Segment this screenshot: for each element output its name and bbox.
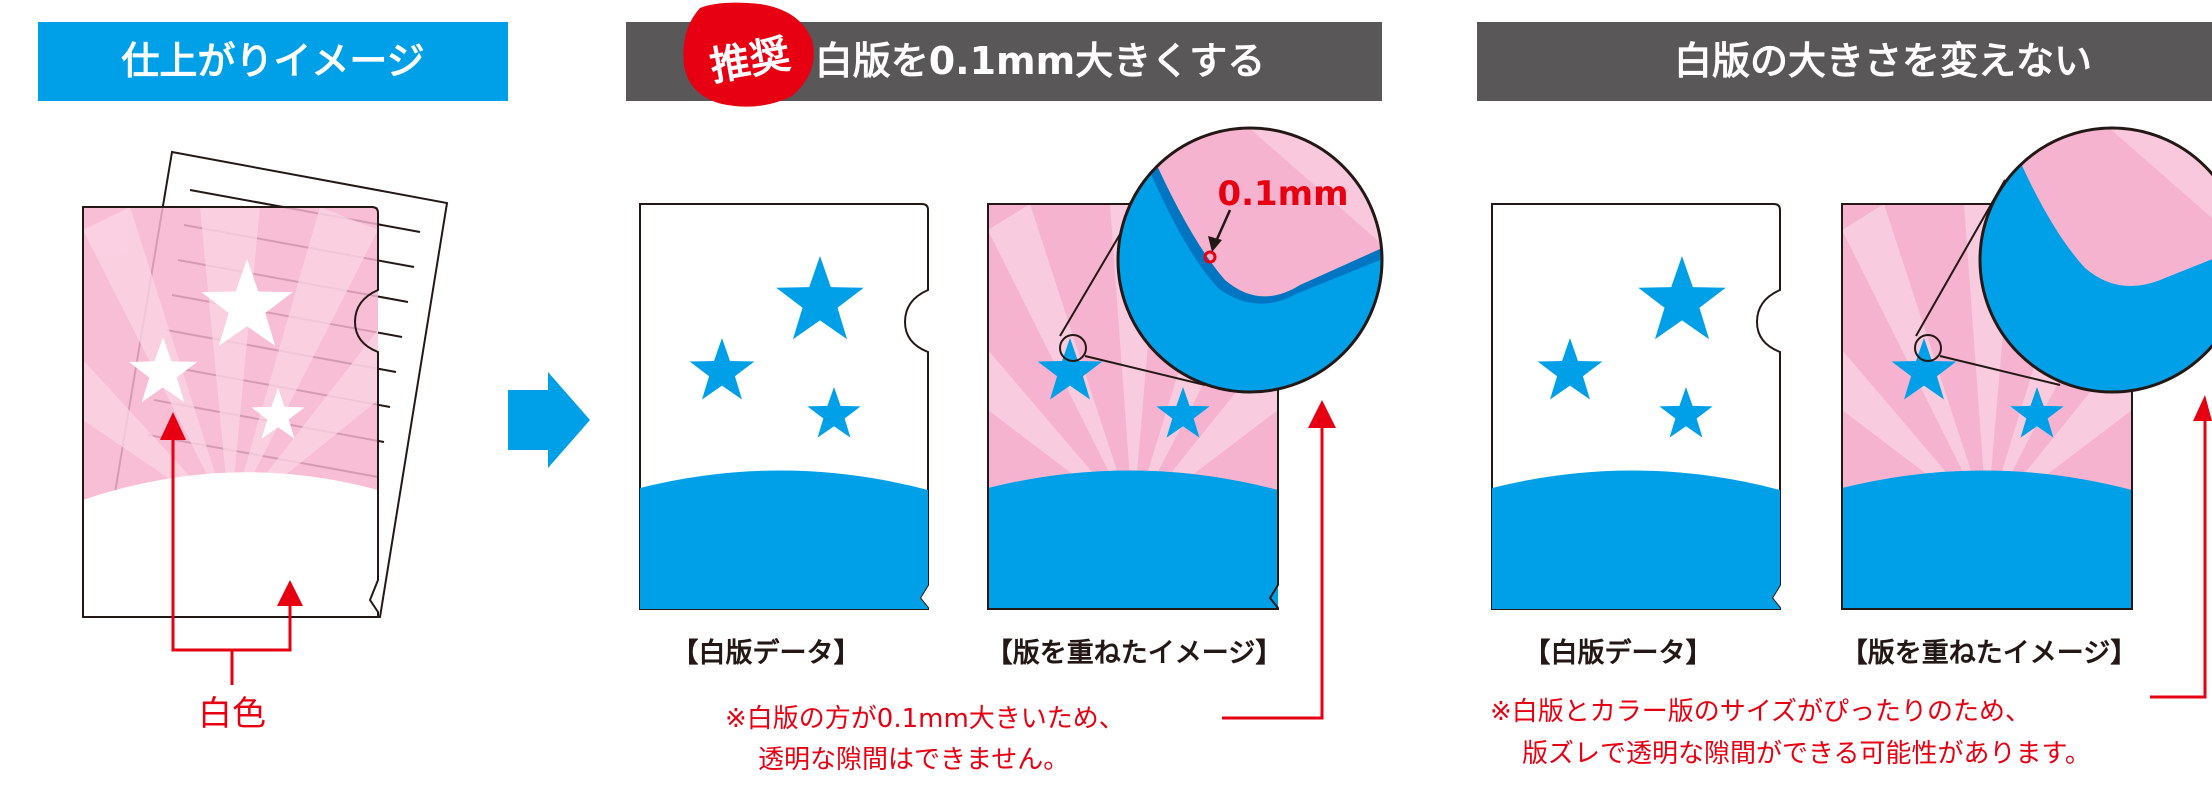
recommended-note-line1: ※白版の方が0.1mm大きいため、 [725, 704, 1125, 734]
arrowhead-up-icon [1308, 400, 1336, 428]
gap-point-marker [1203, 250, 1217, 264]
unchanged-note-line2: 版ズレで透明な隙間ができる可能性があります。 [1522, 739, 2091, 769]
zoom-label-0-1mm: 0.1mm [1217, 174, 1348, 214]
recommended-note-line2: 透明な隙間はできません。 [758, 745, 1069, 775]
note-pointer-line [2150, 420, 2207, 699]
arrowhead-up-icon [277, 580, 303, 606]
caption-white-plate-data: 【白版データ】 [672, 637, 861, 669]
panel-finished-image: 仕上がりイメージ [38, 22, 508, 734]
white-indicator-arrows [171, 418, 292, 685]
caption-overlay-image: 【版を重ねたイメージ】 [1841, 638, 2137, 669]
recommended-white-plate-folder [639, 203, 929, 610]
panel-unchanged: 白版の大きさを変えない [1477, 22, 2212, 769]
finished-header-bar [38, 22, 508, 101]
unchanged-zoom-callout [1915, 126, 2212, 394]
right-arrow-icon [508, 372, 590, 468]
note-pointer-line [1222, 420, 1324, 720]
arrowhead-up-icon [2193, 395, 2212, 421]
caption-overlay-image: 【版を重ねたイメージ】 [986, 638, 1282, 669]
recommended-badge: 推奨 [683, 2, 814, 107]
panel-recommended: 推奨 白版を0.1mm大きくする [626, 2, 1384, 775]
unchanged-header-title: 白版の大きさを変えない [1674, 39, 2092, 83]
finished-header-title: 仕上がりイメージ [121, 39, 424, 83]
recommended-header-title: 白版を0.1mm大きくする [815, 39, 1266, 83]
unchanged-header-bar [1477, 22, 2212, 101]
arrowhead-up-icon [160, 412, 186, 440]
unchanged-white-plate-folder [1491, 203, 1781, 610]
unchanged-note-line1: ※白版とカラー版のサイズがぴったりのため、 [1490, 697, 2031, 727]
label-white-color: 白色 [198, 694, 266, 734]
finished-folder-illustration [82, 206, 379, 618]
caption-white-plate-data: 【白版データ】 [1524, 637, 1713, 669]
